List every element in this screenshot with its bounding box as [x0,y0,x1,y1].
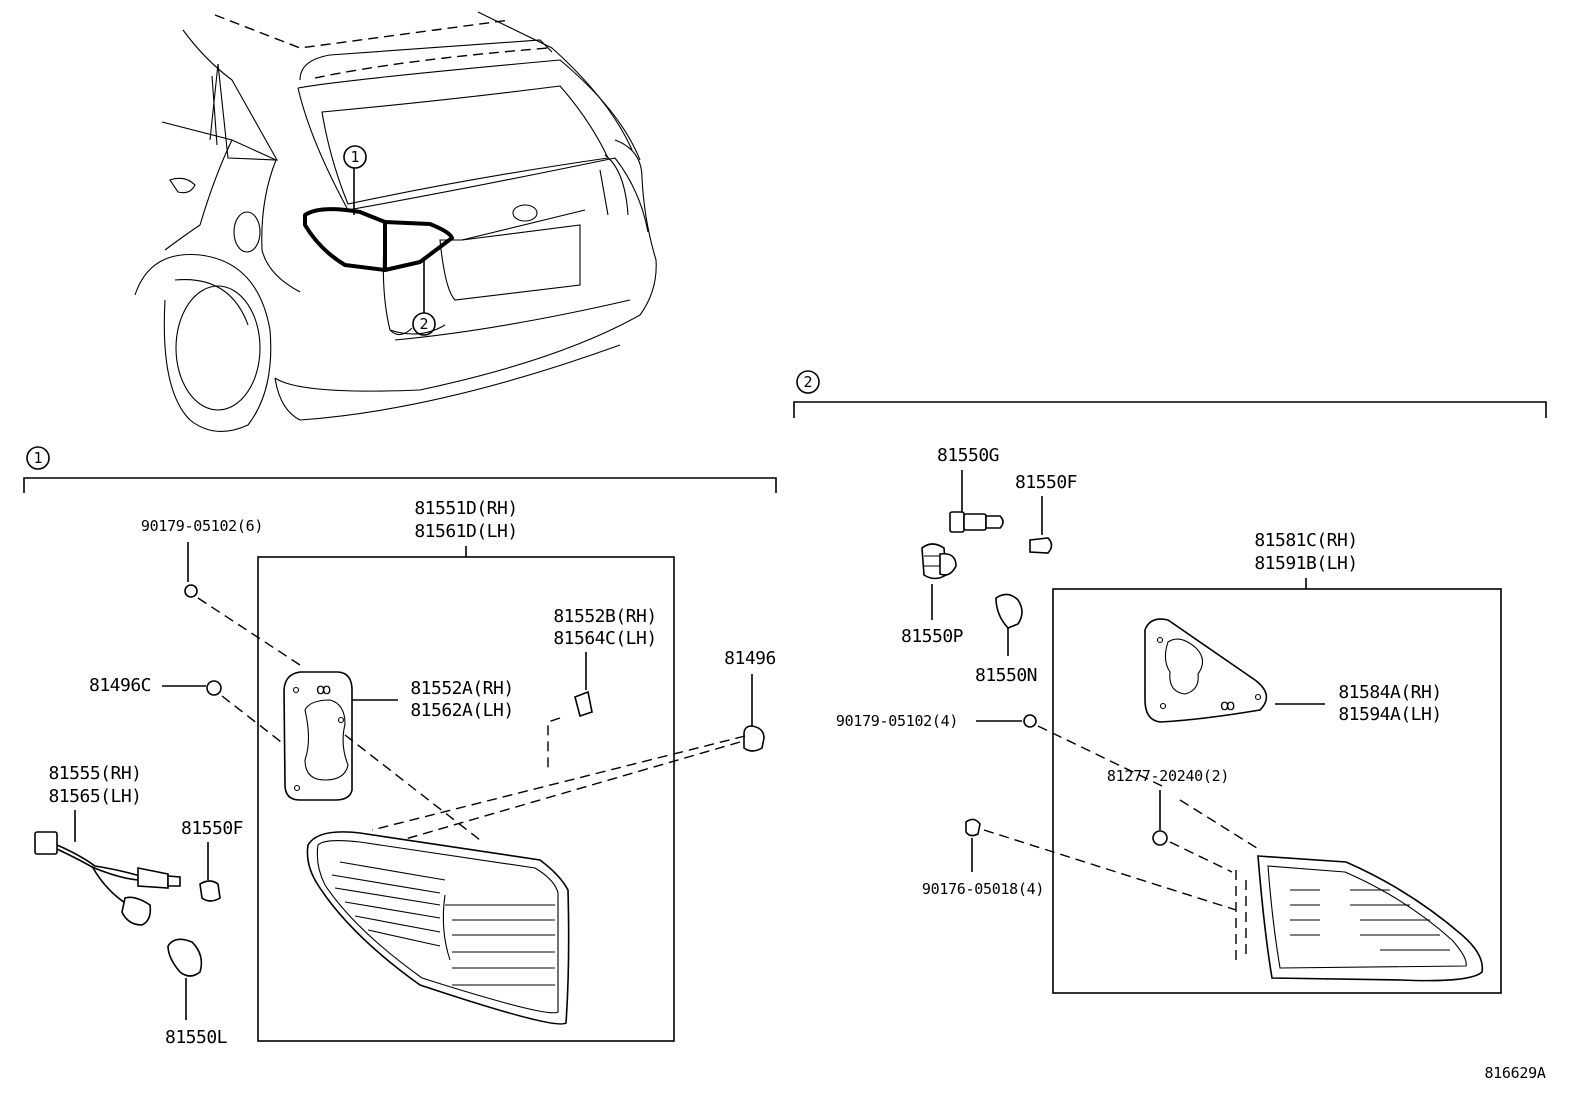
figure-id: 816629A [1484,1064,1545,1082]
nut-icon [1152,830,1168,846]
label-81594A-LH: 81594A(LH) [1338,704,1441,725]
wire-harness-icon [34,831,181,926]
screw-icon [184,584,198,598]
label-81581C-RH: 81581C(RH) [1254,530,1357,551]
housing-box-2 [1052,588,1502,994]
label-81550F-left: 81550F [181,818,243,839]
wedge-bulb-n-icon [995,593,1023,629]
outer-tail-lamp [306,831,570,1025]
vehicle-rear-illustration: 1 2 [134,11,657,432]
gasket-outer [283,671,353,801]
group-2-tail-lamp-inner: 2 81581C(RH) 81591B(LH) 81550G 81550F 81… [793,370,1547,994]
group-1-callout: 1 [33,449,42,467]
inner-gasket: ꝏ [1144,618,1268,723]
label-90179-05102-6: 90179-05102(6) [141,517,263,535]
wedge-bulb-f2-icon [1029,537,1053,554]
wedge-bulb-l-icon [167,938,203,977]
label-81550L: 81550L [165,1027,228,1048]
screw2-icon [1023,714,1037,728]
socket-p-icon [921,543,957,580]
label-81551D-RH: 81551D(RH) [414,498,517,519]
label-81496C: 81496C [89,675,151,696]
label-81550F-right: 81550F [1015,472,1077,493]
socket-g-icon [949,511,1004,533]
gasket-mark: ꝏ [316,680,331,698]
small-lens-icon [574,690,593,718]
label-81562A-LH: 81562A(LH) [410,700,513,721]
label-81555-RH: 81555(RH) [48,763,141,784]
label-81277-20240-2: 81277-20240(2) [1107,767,1229,785]
callout-2-label: 2 [419,315,428,333]
label-81564C-LH: 81564C(LH) [553,628,656,649]
label-81561D-LH: 81561D(LH) [414,521,517,542]
wedge-bulb-f-icon [199,880,221,902]
callout-1-label: 1 [350,148,359,166]
inner-tail-lamp [1257,855,1484,982]
group-2-callout: 2 [803,373,812,391]
label-81552B-RH: 81552B(RH) [553,606,656,627]
label-81565-LH: 81565(LH) [48,786,141,807]
screw3-icon [965,818,981,837]
label-81584A-RH: 81584A(RH) [1338,682,1441,703]
label-81550N: 81550N [975,665,1037,686]
label-81552A-RH: 81552A(RH) [410,678,513,699]
label-81550G: 81550G [937,445,999,466]
label-81496: 81496 [724,648,776,669]
group-1-tail-lamp-outer: 1 81551D(RH) 81561D(LH) 90179-05102(6) 8… [23,446,777,1048]
label-90176-05018-4: 90176-05018(4) [922,880,1044,898]
label-81591B-LH: 81591B(LH) [1254,553,1357,574]
svg-text:ꝏ: ꝏ [1220,696,1235,714]
push-clip-icon [743,725,765,752]
clip-icon [206,680,222,696]
label-81550P: 81550P [901,626,964,647]
label-90179-05102-4: 90179-05102(4) [836,712,958,730]
